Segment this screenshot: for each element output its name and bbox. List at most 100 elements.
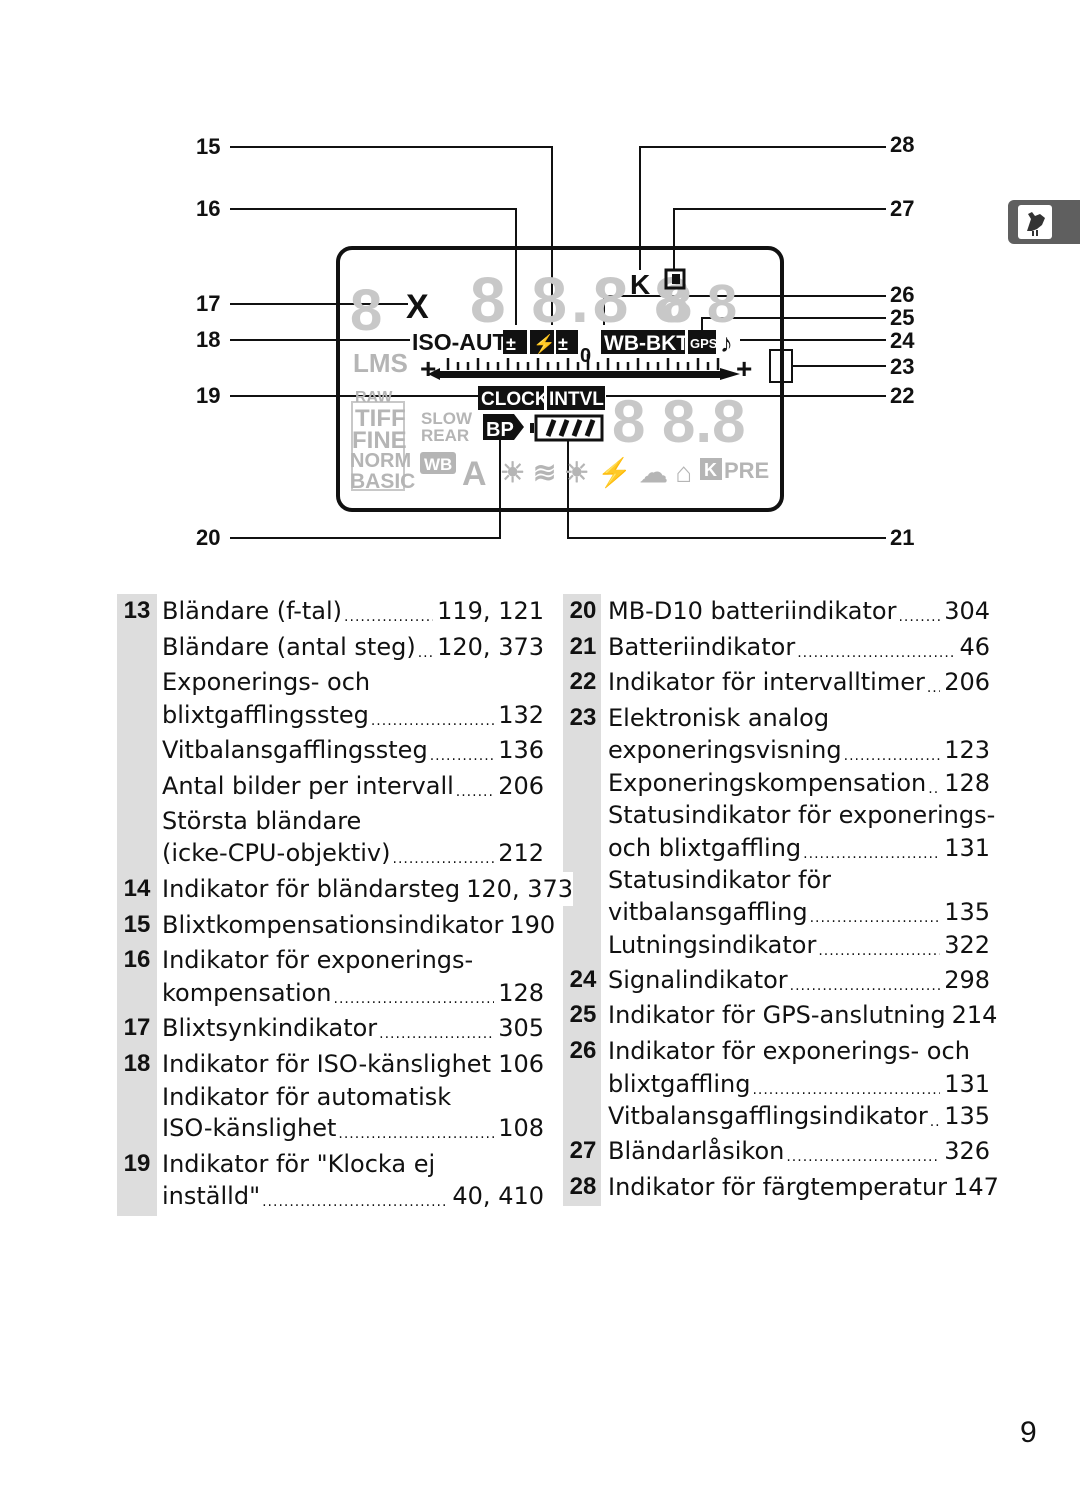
entry-page-ref: 131 [940,1067,990,1101]
callout-21: 21 [890,525,915,550]
entry-page-ref: 322 [940,928,990,962]
entry-number: 28 [569,1173,597,1200]
entry-page-ref: 128 [940,766,990,800]
entry-text: Statusindikator för [608,866,832,894]
entry-text: Blixtkompensationsindikator [162,908,506,942]
entry-text: Indikator för intervalltimer [608,665,927,699]
callout-18: 18 [196,327,221,352]
lcd-diagram: 8 8 8.8 8 8 8 8 8.8 LMS RAW TIFF FINE NO… [230,146,886,539]
entry-page-ref: 136 [494,733,544,767]
callout-16: 16 [196,196,221,221]
svg-text:8: 8 [350,278,382,343]
callout-22: 22 [890,383,915,408]
entry-number: 19 [123,1150,151,1177]
entry-page-ref: 304 [940,594,990,628]
entry-page-ref: 106 [494,1047,544,1081]
wb-bkt-indicator: WB-BKT [604,332,689,355]
entry-text: Indikator för exponerings- och [608,1037,970,1065]
entry-text: Indikator för automatisk [162,1083,452,1111]
entry-text: Batteriindikator [608,630,798,664]
section-tab [1008,200,1080,244]
entry-number: 16 [123,946,151,973]
svg-text:⚡: ⚡ [533,333,555,355]
index-entry: blixtgafflingssteg......................… [117,698,544,732]
entry-page-ref: 206 [494,769,544,803]
entry-page-ref: 131 [940,831,990,865]
entry-text: Indikator för GPS-anslutning [608,998,948,1032]
entry-number: 23 [569,704,597,731]
entry-text: Lutningsindikator [608,928,819,962]
entry-page-ref: 326 [940,1134,990,1168]
svg-text:A: A [462,455,487,493]
entry-number: 20 [569,597,597,624]
entry-number: 13 [123,597,151,624]
index-entry: blixtgaffling...........................… [563,1067,990,1101]
entry-page-ref: 120, 373 [462,872,574,906]
entry-text: Statusindikator för exponerings- [608,801,996,829]
entry-number: 25 [569,1001,597,1028]
svg-text:TIFF: TIFF [355,405,406,432]
entry-text: vitbalansgaffling [608,895,810,929]
svg-text:±: ± [558,334,568,354]
entry-text: Indikator för bländarsteg [162,872,463,906]
svg-text:+: + [736,353,752,384]
beep-icon: ♪ [720,328,733,358]
entry-page-ref: 40, 410 [448,1179,544,1213]
callout-25: 25 [890,305,915,330]
entry-page-ref: 135 [940,1099,990,1133]
entry-text: (icke-CPU-objektiv) [162,836,393,870]
index-entry: Vitbalansgafflingsindikator.............… [563,1099,990,1133]
entry-page-ref: 305 [494,1011,544,1045]
svg-text:REAR: REAR [421,426,469,445]
index-entry: Exponerings- och [117,665,544,699]
entry-text: Största bländare [162,807,362,835]
index-entry: Bländare (antal steg)...................… [117,630,544,664]
callout-15: 15 [196,134,221,159]
entry-text: Indikator för "Klocka ej [162,1150,436,1178]
intvl-indicator: INTVL [549,389,604,410]
index-entry: 19 Indikator för "Klocka ej [117,1147,544,1181]
entry-text: Elektronisk analog [608,704,830,732]
svg-text:8 8.8 8: 8 8.8 8 [470,264,694,336]
entry-text: Vitbalansgafflingsindikator [608,1099,930,1133]
entry-page-ref: 120, 373 [433,630,544,664]
callout-20: 20 [196,525,221,550]
entry-page-ref: 128 [494,976,544,1010]
entry-number: 18 [123,1050,151,1077]
index-entry: Statusindikator för [563,863,990,897]
index-entry: Antal bilder per intervall..............… [117,769,544,803]
entry-page-ref: 132 [494,698,544,732]
index-entry: 26 Indikator för exponerings- och [563,1034,990,1068]
clock-indicator: CLOCK [481,389,549,410]
entry-page-ref: 46 [955,630,990,664]
entry-text: Antal bilder per intervall [162,769,456,803]
svg-text:NORM: NORM [350,450,411,472]
index-entry: Indikator för automatisk [117,1080,544,1114]
entry-text: Indikator för färgtemperatur [608,1170,950,1204]
entry-text: och blixtgaffling [608,831,804,865]
entry-text: ISO-känslighet [162,1111,339,1145]
entry-page-ref: 123 [940,733,990,767]
entry-number: 26 [569,1037,597,1064]
rooster-icon [1018,205,1052,239]
entry-number: 21 [569,633,597,660]
lcd-lms: LMS [353,348,408,378]
entry-text: blixtgafflingssteg [162,698,371,732]
entry-page-ref: 212 [494,836,544,870]
callout-17: 17 [196,291,221,316]
index-entry: Lutningsindikator.......................… [563,928,990,962]
entry-text: Bländare (f-tal) [162,594,345,628]
entry-page-ref: 108 [494,1111,544,1145]
index-entry: Statusindikator för exponerings- [563,798,995,832]
svg-text:±: ± [506,334,516,354]
svg-text:+: + [420,353,436,384]
entry-page-ref: 214 [947,998,998,1032]
bp-indicator: BP [486,419,514,441]
